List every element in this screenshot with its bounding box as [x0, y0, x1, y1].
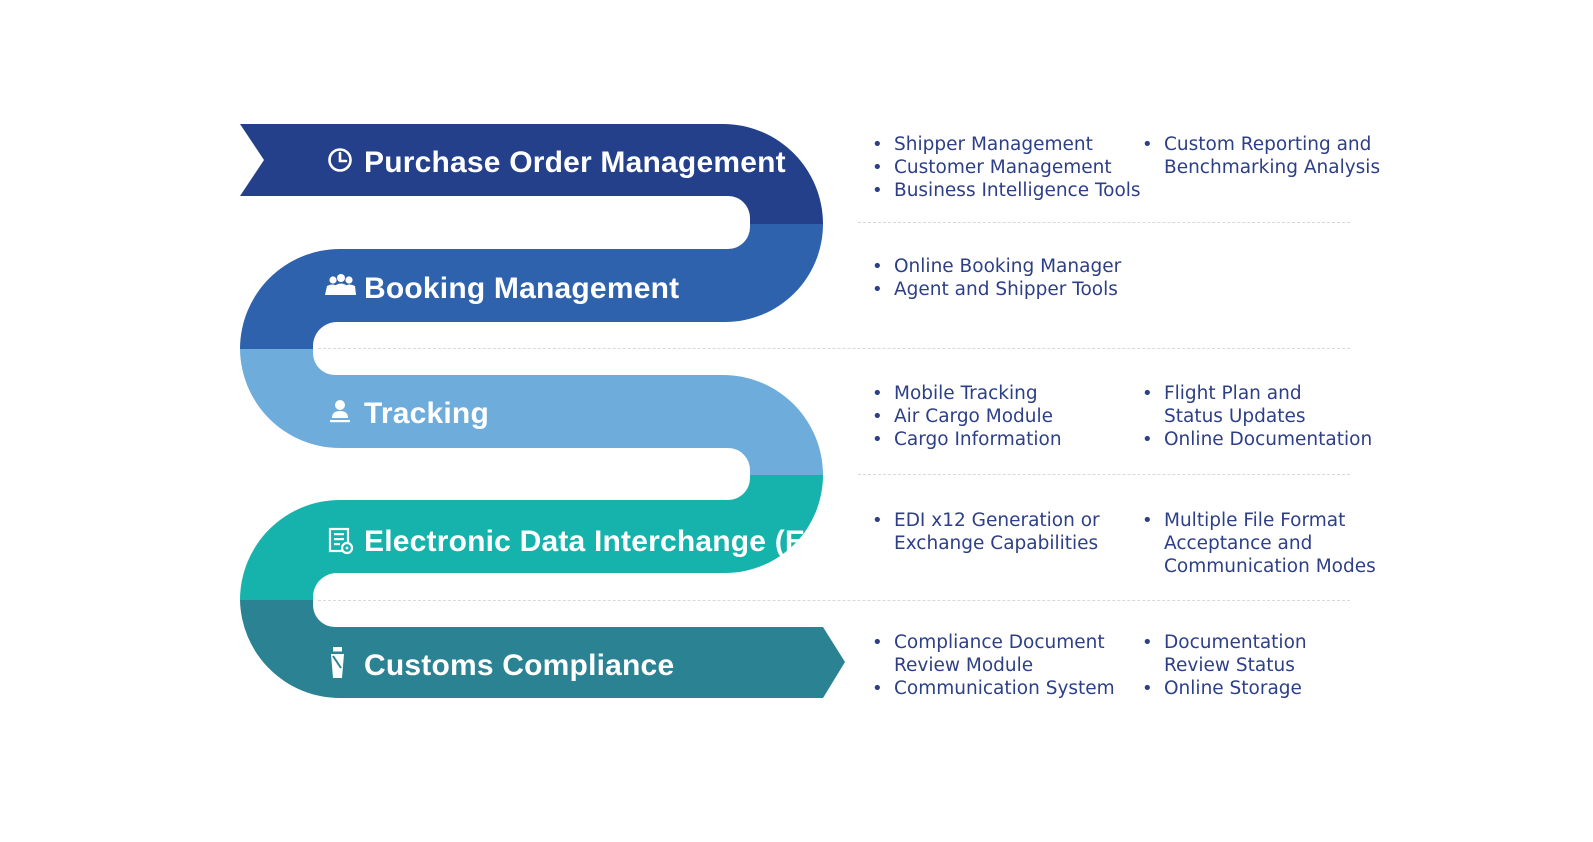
- document-gear-icon: [328, 527, 354, 555]
- divider-1: [858, 222, 1350, 223]
- feature-item: Business Intelligence Tools: [872, 179, 1141, 202]
- stage-title-edi: Electronic Data Interchange (EDI): [364, 525, 846, 558]
- people-group-icon: [325, 274, 356, 295]
- features-tracking-right: Flight Plan and Status Updates Online Do…: [1142, 382, 1372, 451]
- stage-title-customs: Customs Compliance: [364, 649, 674, 682]
- feature-item: Agent and Shipper Tools: [872, 278, 1121, 301]
- features-edi-right: Multiple File Format Acceptance and Comm…: [1142, 509, 1376, 578]
- features-purchase-order-right: Custom Reporting and Benchmarking Analys…: [1142, 133, 1380, 179]
- features-purchase-order-left: Shipper Management Customer Management B…: [872, 133, 1141, 202]
- stage-title-booking: Booking Management: [364, 272, 679, 305]
- feature-item: Documentation Review Status: [1142, 631, 1307, 677]
- stage-band-tracking: [240, 349, 823, 475]
- feature-item: Customer Management: [872, 156, 1141, 179]
- features-tracking-left: Mobile Tracking Air Cargo Module Cargo I…: [872, 382, 1062, 451]
- stage-band-booking: [240, 224, 823, 349]
- feature-item: Online Booking Manager: [872, 255, 1121, 278]
- stage-title-tracking: Tracking: [364, 397, 489, 430]
- feature-item: Mobile Tracking: [872, 382, 1062, 405]
- feature-item: Online Documentation: [1142, 428, 1372, 451]
- stage-title-purchase-order: Purchase Order Management: [364, 146, 786, 179]
- stage-band-edi: [240, 475, 823, 600]
- divider-2: [318, 348, 1350, 349]
- stage-band-purchase-order: [240, 124, 823, 224]
- stage-band-customs: [240, 600, 845, 698]
- feature-item: Flight Plan and Status Updates: [1142, 382, 1372, 428]
- feature-item: Compliance Document Review Module: [872, 631, 1115, 677]
- feature-item: Cargo Information: [872, 428, 1062, 451]
- feature-item: Online Storage: [1142, 677, 1307, 700]
- features-customs-right: Documentation Review Status Online Stora…: [1142, 631, 1307, 700]
- feature-item: Custom Reporting and Benchmarking Analys…: [1142, 133, 1380, 179]
- feature-item: Multiple File Format Acceptance and Comm…: [1142, 509, 1376, 578]
- user-laptop-icon: [330, 400, 350, 423]
- features-edi-left: EDI x12 Generation or Exchange Capabilit…: [872, 509, 1100, 555]
- officer-icon: [331, 647, 344, 678]
- features-customs-left: Compliance Document Review Module Commun…: [872, 631, 1115, 700]
- feature-item: EDI x12 Generation or Exchange Capabilit…: [872, 509, 1100, 555]
- clock-icon: [328, 148, 352, 172]
- divider-4: [318, 600, 1350, 601]
- divider-3: [858, 474, 1350, 475]
- feature-item: Air Cargo Module: [872, 405, 1062, 428]
- feature-item: Communication System: [872, 677, 1115, 700]
- features-booking-left: Online Booking Manager Agent and Shipper…: [872, 255, 1121, 301]
- feature-item: Shipper Management: [872, 133, 1141, 156]
